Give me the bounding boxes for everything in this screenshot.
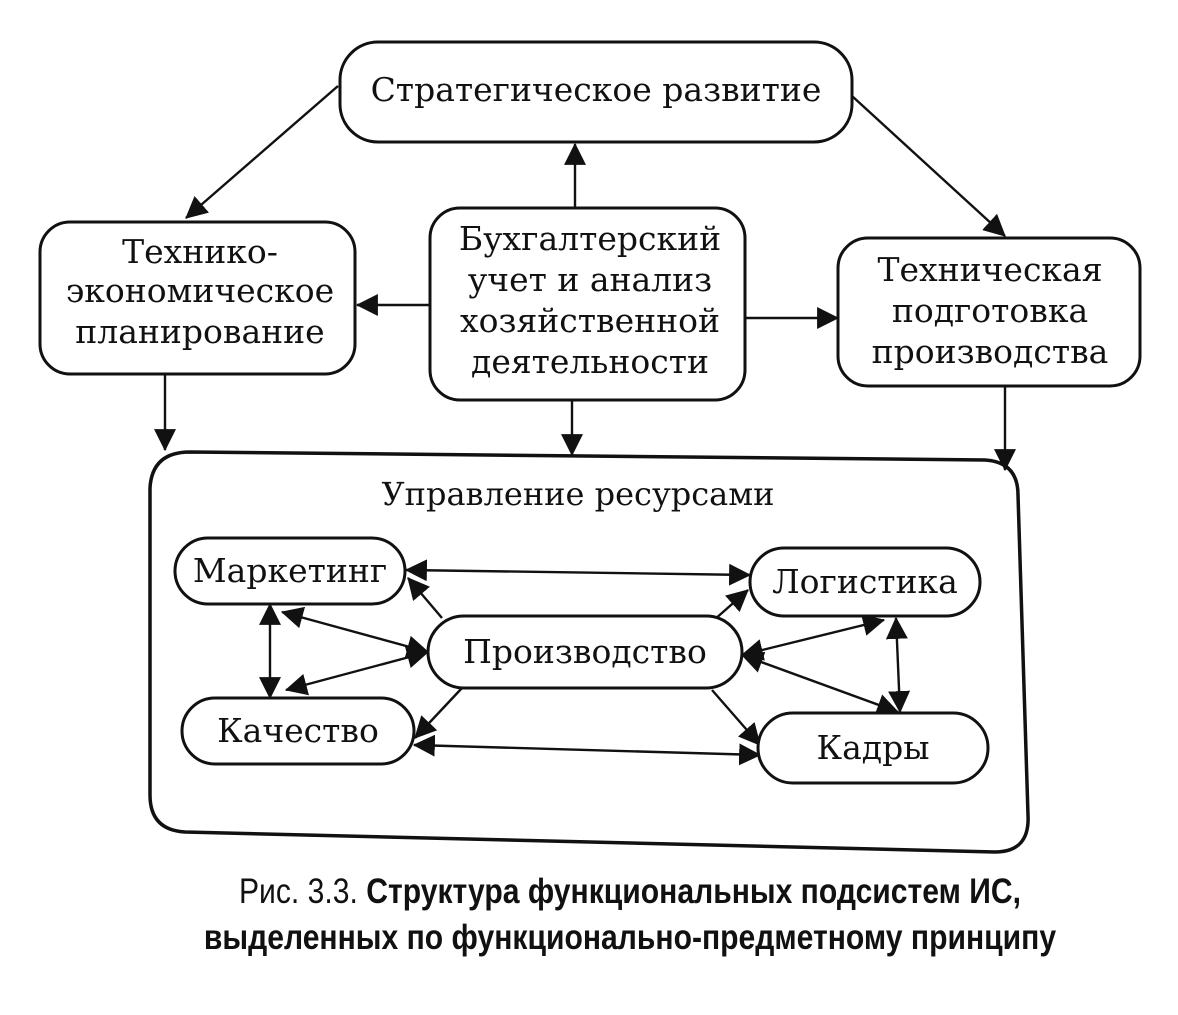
node-personnel-box: [756, 711, 990, 785]
node-tech-prep-line-3: производства: [872, 332, 1109, 371]
node-planning-line-2: экономическое: [66, 271, 334, 310]
node-planning: Технико- экономическое планирование: [38, 220, 357, 376]
node-marketing: Маркетинг: [173, 536, 407, 606]
node-quality-box: [180, 696, 416, 766]
edge-quality-production: [284, 646, 430, 696]
figure-caption-text-2: выделенных по функционально-предметному …: [203, 918, 1057, 957]
figure-caption-line-2: выделенных по функционально-предметному …: [200, 918, 1060, 958]
edge-production-to-personnel: [711, 689, 761, 746]
node-planning-line-3: планирование: [75, 312, 324, 351]
node-strategic: Стратегическое развитие: [338, 40, 854, 144]
resources-group: Управление ресурсами: [148, 450, 1030, 854]
node-personnel-label: Кадры: [817, 728, 930, 767]
node-quality-label: Качество: [217, 711, 379, 750]
node-planning-line-1: Технико-: [122, 232, 278, 271]
resources-group-title: Управление ресурсами: [382, 475, 775, 513]
node-accounting-line-2: учет и анализ: [468, 260, 712, 299]
edges-layer: [154, 85, 1016, 766]
edge-production-to-marketing: [407, 577, 443, 619]
node-production-label: Производство: [463, 632, 707, 671]
edge-quality-personnel: [412, 734, 762, 766]
edge-logistics-production: [740, 614, 886, 661]
resources-group-frame: [148, 450, 1030, 854]
edge-production-to-quality: [414, 687, 463, 739]
node-accounting: Бухгалтерский учет и анализ хозяйственно…: [428, 206, 747, 402]
edge-marketing-logistics: [404, 559, 752, 586]
node-marketing-label: Маркетинг: [193, 551, 387, 590]
node-tech-prep-line-2: подготовка: [892, 291, 1088, 330]
edge-strategic-to-tech-prep: [851, 95, 1006, 237]
node-production: Производство: [426, 614, 744, 690]
node-accounting-line-1: Бухгалтерский: [459, 219, 721, 258]
node-quality: Качество: [180, 696, 416, 766]
node-accounting-line-4: деятельности: [471, 342, 709, 381]
node-tech-prep: Техническая подготовка производства: [836, 236, 1142, 388]
node-planning-box: [38, 220, 357, 376]
figure-label: Рис. 3.3.: [238, 872, 358, 911]
node-logistics-box: [748, 546, 982, 618]
node-strategic-box: [338, 40, 854, 144]
node-production-box: [426, 614, 744, 690]
node-accounting-line-3: хозяйственной: [460, 301, 720, 340]
node-tech-prep-line-1: Техническая: [877, 250, 1102, 289]
node-logistics: Логистика: [748, 546, 982, 618]
edge-marketing-production: [280, 606, 430, 658]
node-accounting-box: [428, 206, 747, 402]
node-tech-prep-box: [836, 236, 1142, 388]
node-personnel: Кадры: [756, 711, 990, 785]
edge-logistics-personnel: [885, 616, 911, 714]
figure-caption-text-1: Структура функциональных подсистем ИС,: [366, 872, 1022, 911]
edge-personnel-production: [740, 651, 900, 716]
node-strategic-label: Стратегическое развитие: [371, 70, 822, 109]
edge-production-to-logistics: [713, 589, 749, 621]
edge-strategic-to-planning: [185, 85, 339, 219]
node-marketing-box: [173, 536, 407, 606]
node-logistics-label: Логистика: [772, 562, 958, 601]
figure-caption-line-1: Рис. 3.3. Структура функциональных подси…: [200, 872, 1060, 912]
